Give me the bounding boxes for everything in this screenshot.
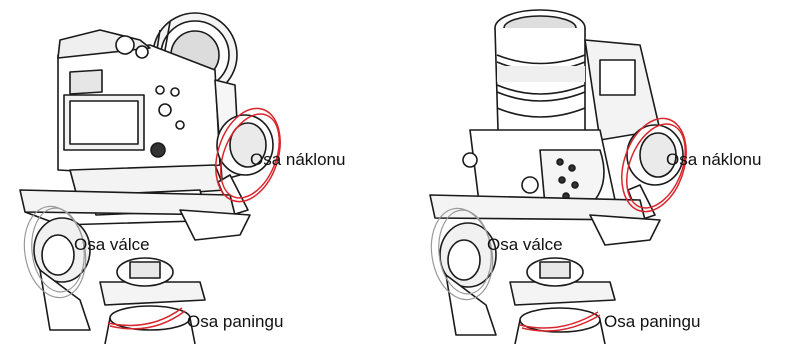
pan-axis-label-right: Osa paningu xyxy=(604,313,700,330)
pan-axis-label-left: Osa paningu xyxy=(187,313,283,330)
roll-axis-label-left: Osa válce xyxy=(74,236,150,253)
gimbal-left-drawing xyxy=(20,13,273,344)
tilt-axis-label-left: Osa náklonu xyxy=(250,151,345,168)
tilt-axis-label-right: Osa náklonu xyxy=(666,151,761,168)
roll-axis-label-right: Osa válce xyxy=(487,236,563,253)
